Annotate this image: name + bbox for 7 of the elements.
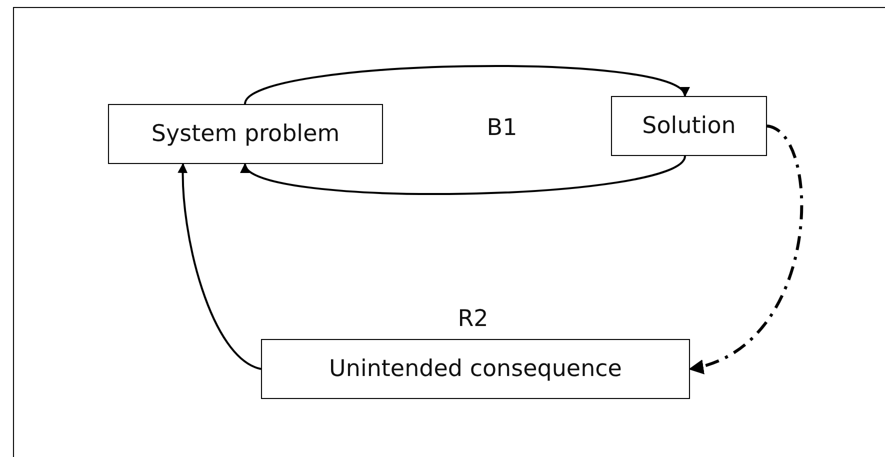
loop-label: B1: [486, 115, 518, 141]
process-box: System problem: [108, 104, 383, 164]
process-box: Solution: [611, 96, 767, 156]
process-box: Unintended consequence: [261, 339, 690, 399]
arrow: [688, 124, 804, 372]
loop-label: R2: [458, 306, 488, 332]
arrow: [178, 163, 262, 370]
